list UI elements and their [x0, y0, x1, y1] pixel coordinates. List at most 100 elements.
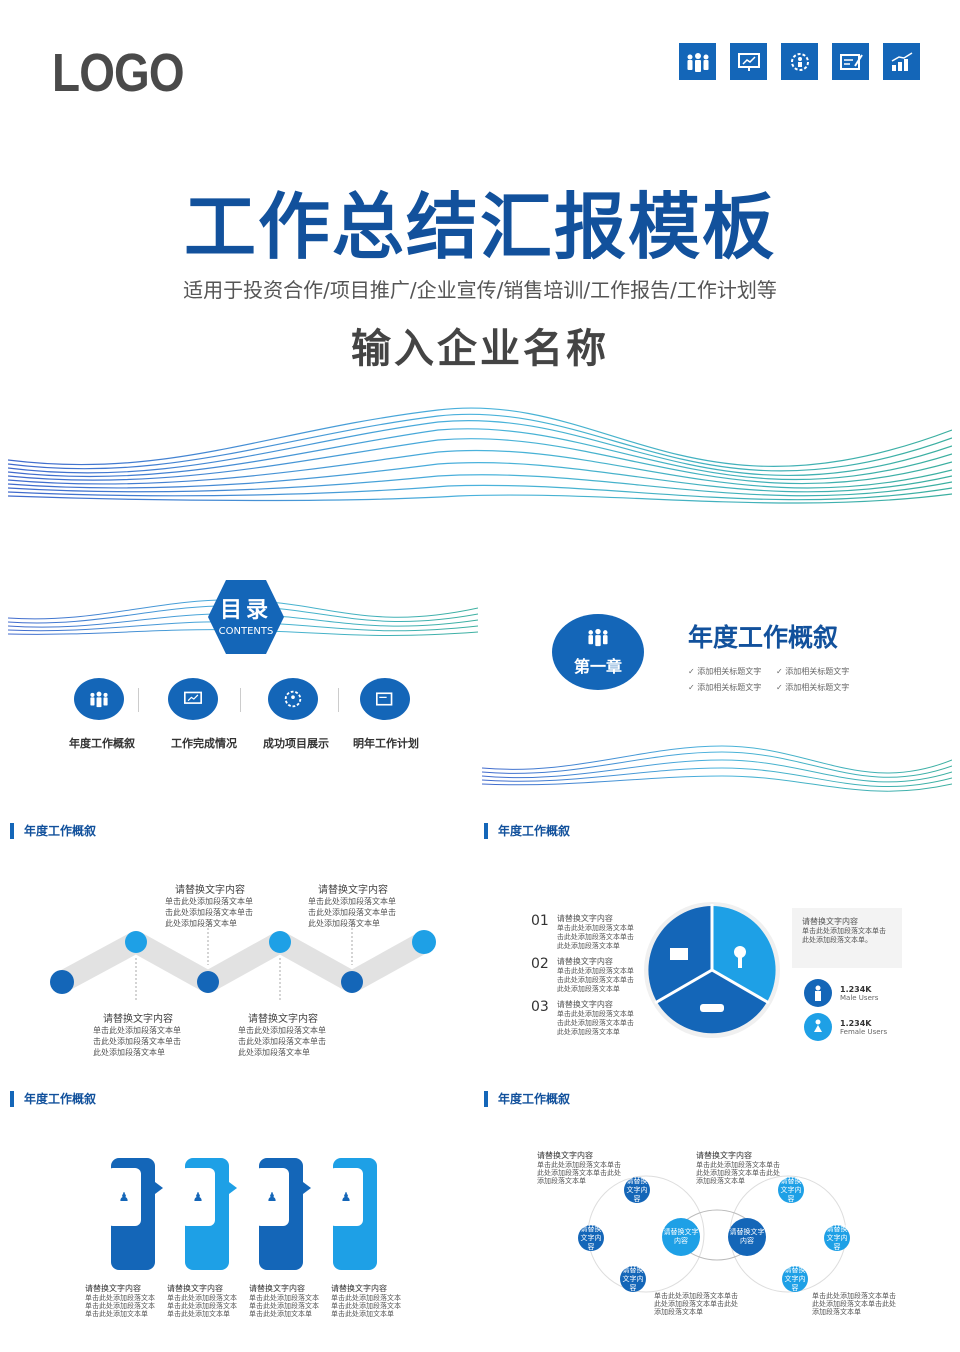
- stat-label: Female Users: [840, 1028, 888, 1036]
- pie-list-num: 02: [531, 956, 549, 972]
- header-accent-bar: [484, 822, 488, 839]
- pie-list-item-1: 01 请替换文字内容单击此处添加段落文本单击此处添加段落文本单击此处添加段落文本…: [531, 913, 637, 951]
- zigzag-path: [50, 920, 436, 1000]
- card-title: 请替换文字内容: [331, 1284, 387, 1293]
- pie-list-title: 请替换文字内容: [556, 1000, 613, 1009]
- pie-info-box: 请替换文字内容 单击此处添加段落文本单击此处添加段落文本单。: [792, 908, 902, 968]
- header-icon-bar: [679, 43, 920, 80]
- wave-ribbon-chapter: [482, 745, 952, 792]
- stat-label: Male Users: [840, 994, 879, 1002]
- card-body: 单击此处添加段落文本单击此处添加段落文本单击此处添加文本单: [167, 1294, 237, 1318]
- toc-item-3-icon[interactable]: [268, 678, 318, 720]
- stat-value: 1.234K: [840, 985, 872, 994]
- main-title: 工作总结汇报模板: [183, 185, 776, 269]
- cycle-top-right-text: 请替换文字内容 单击此处添加段落文本单击此处添加段落文本单击此处添加段落文本单: [696, 1150, 782, 1185]
- person-icon: ♟: [329, 1168, 363, 1226]
- cycle-small-node: 请替换文字内容: [620, 1266, 646, 1292]
- toc-item-4-icon[interactable]: [360, 678, 410, 720]
- cycle-rings: [587, 1175, 847, 1293]
- logo: LOGO: [52, 43, 185, 103]
- wave-ribbon-large: [8, 407, 952, 504]
- toc-hexagon: [208, 580, 284, 654]
- toc-item-3-label[interactable]: 成功项目展示: [263, 737, 329, 750]
- certificate-icon[interactable]: [832, 43, 869, 80]
- panel-6-title: 年度工作概叙: [498, 1092, 571, 1106]
- panel-3-header: 年度工作概叙: [10, 822, 96, 839]
- zigzag-item-3: 请替换文字内容 单击此处添加段落文本单击此处添加段落文本单击此处添加段落文本单: [93, 1010, 183, 1058]
- chapter-badge-label: 第一章: [573, 657, 622, 676]
- card-body: 单击此处添加段落文本单击此处添加段落文本单击此处添加文本单: [85, 1294, 155, 1318]
- card-2-text: 请替换文字内容 单击此处添加段落文本单击此处添加段落文本单击此处添加文本单: [167, 1283, 239, 1318]
- chapter-bullet: ✓ 添加相关标题文字: [776, 667, 850, 676]
- card-title: 请替换文字内容: [249, 1284, 305, 1293]
- card-1-text: 请替换文字内容 单击此处添加段落文本单击此处添加段落文本单击此处添加文本单: [85, 1283, 157, 1318]
- pie-list-num: 03: [531, 999, 549, 1015]
- zigzag-item-1: 请替换文字内容 单击此处添加段落文本单击此处添加段落文本单击此处添加段落文本单: [165, 881, 255, 929]
- cycle-small-node: 请替换文字内容: [624, 1177, 650, 1203]
- growth-chart-icon[interactable]: [883, 43, 920, 80]
- cycle-center-right: 请替换文字内容: [728, 1218, 766, 1256]
- chapter-bullet: ✓ 添加相关标题文字: [688, 667, 762, 676]
- male-users-stat: 1.234K Male Users: [840, 985, 878, 1002]
- gear-person-icon[interactable]: [781, 43, 818, 80]
- zigzag-item-body: 单击此处添加段落文本单击此处添加段落文本单击此处添加段落文本单: [308, 897, 396, 928]
- header-accent-bar: [484, 1090, 488, 1107]
- pie-list-title: 请替换文字内容: [556, 914, 613, 923]
- female-user-icon: [804, 1013, 832, 1041]
- cycle-small-node: 请替换文字内容: [778, 1177, 804, 1203]
- card-arrow: [303, 1182, 311, 1194]
- zigzag-item-title: 请替换文字内容: [103, 1014, 173, 1025]
- stat-value: 1.234K: [840, 1019, 872, 1028]
- zigzag-item-title: 请替换文字内容: [175, 885, 245, 896]
- toc-divider: [138, 688, 139, 712]
- person-icon: ♟: [181, 1168, 215, 1226]
- chapter-title: 年度工作概叙: [688, 623, 839, 652]
- panel-6-header: 年度工作概叙: [484, 1090, 570, 1107]
- cycle-bottom-left-text: 单击此处添加段落文本单击此处添加段落文本单击此处添加段落文本单: [654, 1292, 738, 1316]
- pie-list-title: 请替换文字内容: [556, 957, 613, 966]
- chapter-bullet: ✓ 添加相关标题文字: [688, 683, 762, 692]
- cycle-text-title: 请替换文字内容: [696, 1151, 752, 1160]
- panel-5-title: 年度工作概叙: [24, 1092, 97, 1106]
- card-2[interactable]: ♟: [181, 1158, 237, 1270]
- card-1[interactable]: ♟: [107, 1158, 163, 1270]
- chapter-badge: 第一章: [552, 614, 644, 690]
- toc-item-1-label[interactable]: 年度工作概叙: [69, 737, 135, 750]
- panel-4-title: 年度工作概叙: [498, 824, 571, 838]
- cycle-top-left-text: 请替换文字内容 单击此处添加段落文本单击此处添加段落文本单击此处添加段落文本单: [537, 1150, 623, 1185]
- pie-list-item-2: 02 请替换文字内容单击此处添加段落文本单击此处添加段落文本单击此处添加段落文本…: [531, 956, 637, 994]
- toc-item-4-label[interactable]: 明年工作计划: [353, 737, 419, 750]
- toc-item-2-label[interactable]: 工作完成情况: [171, 737, 237, 750]
- pie-box-body: 单击此处添加段落文本单击此处添加段落文本单。: [802, 927, 886, 944]
- card-body: 单击此处添加段落文本单击此处添加段落文本单击此处添加文本单: [331, 1294, 401, 1318]
- card-3[interactable]: ♟: [255, 1158, 311, 1270]
- chapter-bullet: ✓ 添加相关标题文字: [776, 683, 850, 692]
- zigzag-item-body: 单击此处添加段落文本单击此处添加段落文本单击此处添加段落文本单: [165, 897, 253, 928]
- pie-list-item-3: 03 请替换文字内容单击此处添加段落文本单击此处添加段落文本单击此处添加段落文本…: [531, 999, 637, 1037]
- cover-subtitle: 适用于投资合作/项目推广/企业宣传/销售培训/工作报告/工作计划等: [183, 278, 777, 302]
- panel-5-header: 年度工作概叙: [10, 1090, 96, 1107]
- zigzag-item-title: 请替换文字内容: [318, 885, 388, 896]
- cycle-text-title: 请替换文字内容: [537, 1151, 593, 1160]
- cycle-bottom-right-text: 单击此处添加段落文本单击此处添加段落文本单击此处添加段落文本单: [812, 1292, 896, 1316]
- card-4[interactable]: ♟: [329, 1158, 377, 1270]
- toc-divider: [240, 688, 241, 712]
- pie-list-body: 单击此处添加段落文本单击此处添加段落文本单击此处添加段落文本单: [556, 1010, 634, 1036]
- pie-diagram: [644, 902, 780, 1038]
- presentation-icon[interactable]: [730, 43, 767, 80]
- team-icon: [588, 628, 608, 647]
- card-title: 请替换文字内容: [85, 1284, 141, 1293]
- card-arrow: [229, 1182, 237, 1194]
- card-body: 单击此处添加段落文本单击此处添加段落文本单击此处添加文本单: [249, 1294, 319, 1318]
- zigzag-item-body: 单击此处添加段落文本单击此处添加段落文本单击此处添加段落文本单: [238, 1026, 326, 1057]
- card-arrow: [155, 1182, 163, 1194]
- person-icon: ♟: [255, 1168, 289, 1226]
- company-name: 输入企业名称: [351, 326, 609, 372]
- toc-item-2-icon[interactable]: [168, 678, 218, 720]
- toc-item-1-icon[interactable]: [74, 678, 124, 720]
- card-3-text: 请替换文字内容 单击此处添加段落文本单击此处添加段落文本单击此处添加文本单: [249, 1283, 321, 1318]
- cycle-text-body: 单击此处添加段落文本单击此处添加段落文本单击此处添加段落文本单: [537, 1161, 621, 1185]
- pie-list-num: 01: [531, 913, 549, 929]
- cycle-small-node: 请替换文字内容: [824, 1225, 850, 1251]
- team-icon[interactable]: [679, 43, 716, 80]
